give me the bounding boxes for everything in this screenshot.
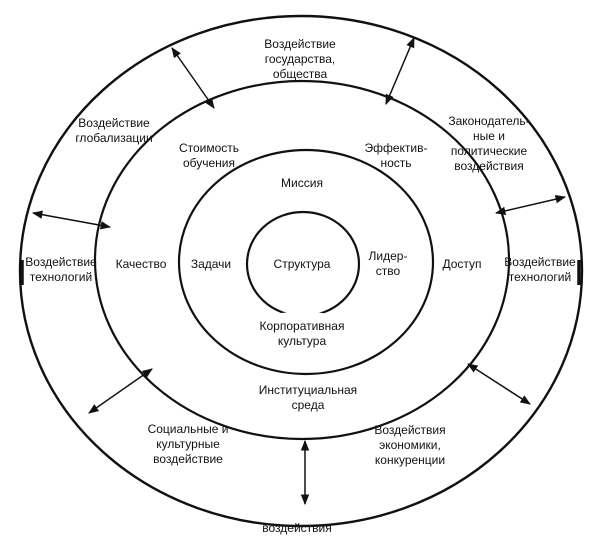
label-leadership: Лидер-ство [369,249,408,278]
label-economy-line: конкуренции [375,453,445,467]
label-culture-line: Корпоративная [260,319,345,333]
label-mission-line: Миссия [281,176,323,190]
label-tasks: Задачи [191,257,231,271]
label-structure-line: Структура [274,257,331,271]
label-government-line: Воздействие [264,37,336,51]
structure-label-blob [262,249,342,277]
label-bottom-line: воздействия [262,521,331,535]
label-efficiency-line: Эффектив- [365,141,428,155]
label-globalization-line: Воздействие [78,116,150,130]
label-access-line: Доступ [442,257,481,271]
label-social-line: воздействие [153,452,223,466]
arrow-technology-right [494,195,567,215]
label-social-line: культурные [156,437,220,451]
label-institutional-line: Институциальная [259,383,357,397]
label-structure: Структура [274,257,331,271]
label-economy-line: экономики, [379,438,441,452]
label-technology-right-line: технологий [509,270,571,284]
arrow-social [88,368,153,414]
label-tasks-line: Задачи [191,257,231,271]
middle-ring [93,79,511,441]
label-quality-line: Качество [116,257,167,271]
label-globalization-line: глобализации [75,131,152,145]
label-legislative-line: Законодатель- [448,114,529,128]
label-efficiency-line: ность [380,156,411,170]
label-quality: Качество [116,257,167,271]
label-bottom: воздействия [262,521,331,535]
label-economy-line: Воздействия [374,423,445,437]
label-cost-line: Стоимость [179,141,239,155]
arrow-legislative [385,37,415,105]
label-access: Доступ [442,257,481,271]
label-government-line: государства, [265,52,335,66]
label-mission: Миссия [281,176,323,190]
arrow-globalization [31,210,112,230]
outer-ring [18,14,584,528]
label-technology-left-line: технологий [30,270,92,284]
label-legislative-line: ные и [473,129,505,143]
label-legislative-line: воздействия [454,159,523,173]
label-institutional-line: среда [292,398,325,412]
arrow-government [171,47,215,109]
label-technology-left-line: Воздействие [25,255,97,269]
leadership-label-blob [368,246,408,286]
label-leadership-line: Лидер- [369,249,408,263]
culture-label-blob [236,312,368,352]
label-technology-right-line: Воздействие [504,255,576,269]
label-social-line: Социальные и [148,422,229,436]
label-culture-line: культура [278,334,327,348]
label-efficiency: Эффектив-ность [365,141,428,170]
mission-label-blob [256,168,348,196]
label-government-line: общества [273,67,328,81]
inner-ring [177,148,435,376]
label-cost-line: обучения [183,156,235,170]
arrow-economy [467,363,531,405]
label-legislative-line: политические [451,144,528,158]
label-leadership-line: ство [376,264,401,278]
